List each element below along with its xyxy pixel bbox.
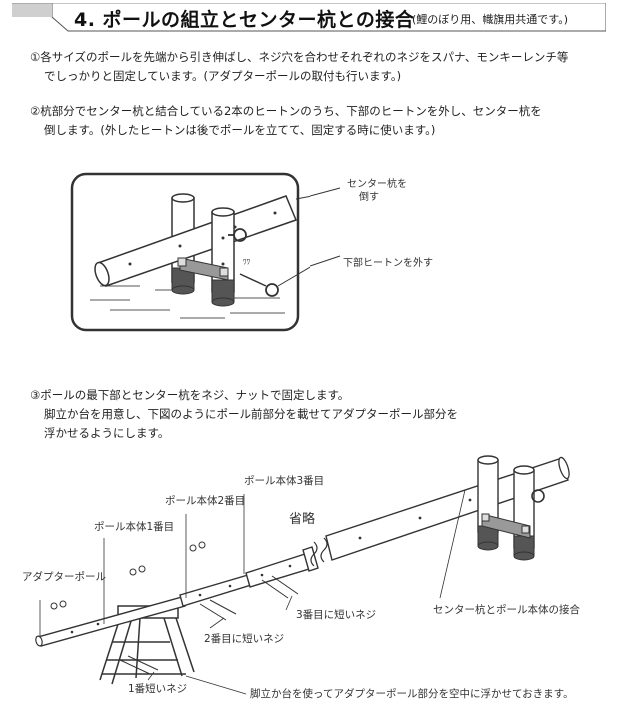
label-center-stake: センター杭を 倒す [347,178,407,204]
stake-back-right [477,455,499,551]
banner-frame [12,3,606,32]
step-3: ③ポールの最下部とセンター杭をネジ、ナットで固定します。 脚立か台を用意し、下図… [30,386,610,443]
step-1-line-1: ①各サイズのポールを先端から引き伸ばし、ネジ穴を合わせそれぞれのネジをスパナ、モ… [30,50,569,64]
bracket-plate-right [481,513,531,539]
upper-hook [228,228,247,242]
callout-line-hook [277,266,310,287]
section-subtitle: (鯉のぼり用、幟旗用共通です。) [412,13,568,26]
step-3-line-3: 浮かせるようにします。 [44,426,170,440]
pole-body-2 [245,553,310,588]
pole-body-1 [179,574,252,607]
label-omitted: 省略 [289,512,316,527]
label-screw-3: 3番目に短いネジ [296,609,377,621]
stake-front [211,207,235,307]
label-center-stake-joint: センター杭とポール本体の接合 [433,604,580,616]
nuts-and-screws [50,541,299,675]
step-3-line-2: 脚立か台を用意し、下図のようにポール前部分を載せてアダプターポール部分を [44,407,458,421]
section-title: 4. ポールの組立とセンター杭との接合 [74,9,415,31]
removed-hook [239,273,279,297]
label-pole-body-2: ポール本体2番目 [165,495,246,507]
omission-break [310,537,328,567]
leader-lines [39,489,466,695]
label-remove-hook: 下部ヒートンを外す [343,258,433,269]
figure-assembly-illustration [35,455,570,695]
step-2-line-2: 倒します。(外したヒートンは後でポールを立てて、固定する時に使います。) [44,123,436,137]
adapter-pole [35,596,186,647]
label-ladder-note: 脚立か台を使ってアダプターポール部分を空中に浮かせておきます。 [250,688,574,700]
step-1-line-2: でしっかりと固定しています。(アダプターポールの取付も行います。) [44,69,402,83]
step-2: ②杭部分でセンター杭と結合している2本のヒートンのうち、下部のヒートンを外し、セ… [30,102,610,140]
label-adapter-pole: アダプターポール [22,571,106,583]
label-screw-2: 2番目に短いネジ [204,633,285,645]
label-screw-1: 1番短いネジ [128,683,188,695]
figure-stake-illustration: ﾜﾜ [70,172,310,332]
step-2-line-1: ②杭部分でセンター杭と結合している2本のヒートンのうち、下部のヒートンを外し、セ… [30,104,542,118]
label-center-stake-line-2: 倒す [359,192,379,203]
stake-front-right [513,465,535,561]
bracket-plate [177,257,229,281]
step-3-line-1: ③ポールの最下部とセンター杭をネジ、ナットで固定します。 [30,388,350,402]
label-center-stake-line-1: センター杭を [347,179,407,190]
hook-right [531,489,545,503]
step-1: ①各サイズのポールを先端から引き伸ばし、ネジ穴を合わせそれぞれのネジをスパナ、モ… [30,48,610,86]
section-banner: 4. ポールの組立とセンター杭との接合 (鯉のぼり用、幟旗用共通です。) [12,3,606,33]
label-pole-body-1: ポール本体1番目 [94,521,175,533]
svg-text:ﾜﾜ: ﾜﾜ [243,258,250,266]
figure1-callouts [310,187,341,267]
label-pole-body-3: ポール本体3番目 [244,475,325,487]
callout-line-stake [295,195,310,200]
